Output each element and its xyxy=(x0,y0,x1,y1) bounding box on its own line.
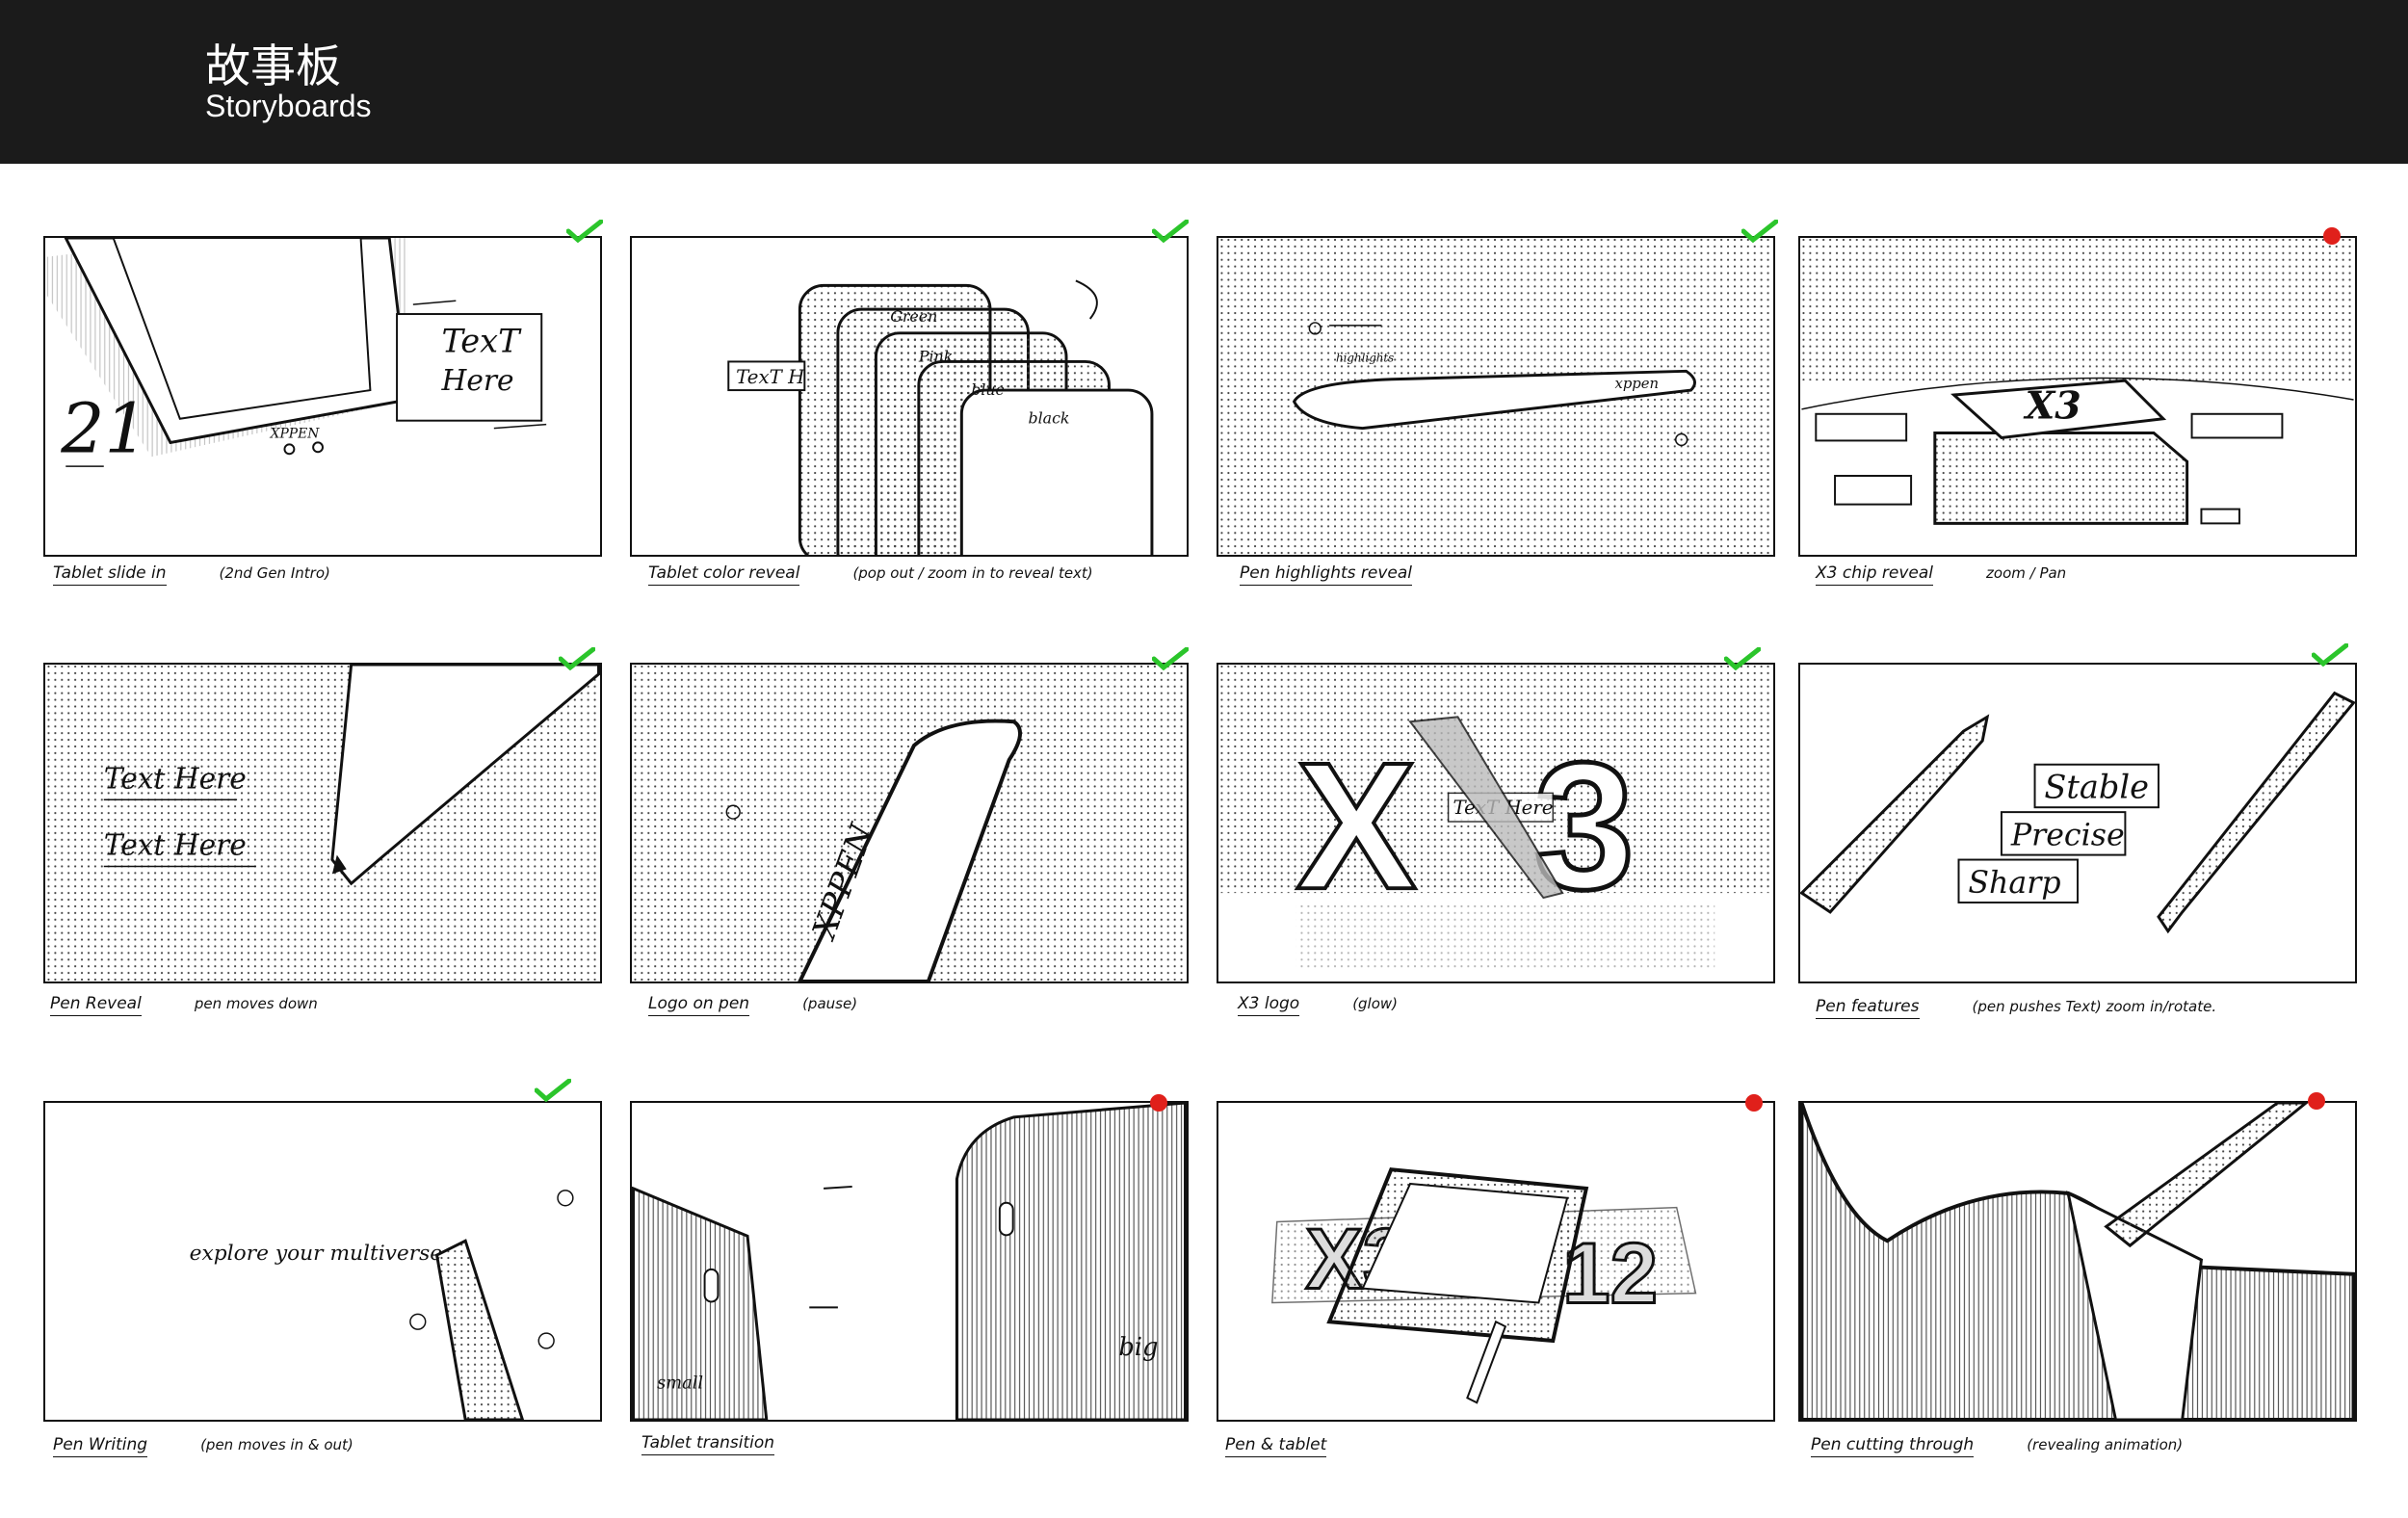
panel1-logo-text: XPPEN xyxy=(270,426,321,441)
pending-dot-icon xyxy=(2308,1092,2325,1110)
panel6-caption-note: (pause) xyxy=(802,995,858,1012)
panel9-caption-title: Pen Writing xyxy=(53,1435,148,1457)
panel1-text-1: TexT xyxy=(441,323,522,360)
storyboard-panel-4[interactable]: X3 xyxy=(1798,236,2357,557)
storyboard-panel-9[interactable]: explore your multiverse xyxy=(43,1101,602,1422)
panel9-caption: Pen Writing (pen moves in & out) xyxy=(53,1435,353,1457)
storyboard-panel-8[interactable]: Stable Precise Sharp xyxy=(1798,663,2357,983)
approved-check-icon xyxy=(559,647,595,670)
storyboard-panel-3[interactable]: highlights xppen xyxy=(1217,236,1775,557)
approved-check-icon xyxy=(566,220,603,243)
panel8-precise: Precise xyxy=(2010,819,2125,853)
panel1-number: 21 xyxy=(60,388,148,468)
panel11-12-text: 12 xyxy=(1562,1225,1658,1321)
panel2-caption-note: (pop out / zoom in to reveal text) xyxy=(852,564,1093,582)
panel4-caption: X3 chip reveal zoom / Pan xyxy=(1816,563,2067,586)
panel2-color-black: black xyxy=(1028,409,1069,428)
pending-dot-icon xyxy=(1745,1094,1763,1112)
pending-dot-icon xyxy=(2323,227,2341,245)
panel2-caption: Tablet color reveal (pop out / zoom in to… xyxy=(648,563,1093,586)
panel7-x-text: X xyxy=(1296,724,1417,927)
panel1-caption-note: (2nd Gen Intro) xyxy=(219,564,330,582)
panel1-caption: Tablet slide in (2nd Gen Intro) xyxy=(53,563,330,586)
panel10-small: small xyxy=(657,1373,703,1393)
panel11-caption: Pen & tablet xyxy=(1225,1435,1379,1457)
panel10-caption-title: Tablet transition xyxy=(641,1433,775,1455)
panel2-text: TexT H xyxy=(736,366,805,388)
storyboard-panel-6[interactable]: XPPEN xyxy=(630,663,1189,983)
panel5-text-2: Text Here xyxy=(104,828,247,862)
storyboard-panel-10[interactable]: small big xyxy=(630,1101,1189,1422)
panel5-caption-note: pen moves down xyxy=(194,995,318,1012)
panel7-caption-note: (glow) xyxy=(1352,995,1399,1012)
header-bar: 故事板 Storyboards xyxy=(0,0,2408,164)
panel5-caption: Pen Reveal pen moves down xyxy=(50,994,318,1016)
approved-check-icon xyxy=(1741,220,1778,243)
storyboard-panel-11[interactable]: X3 12 xyxy=(1217,1101,1775,1422)
page-title-chinese: 故事板 xyxy=(205,40,341,93)
panel5-caption-title: Pen Reveal xyxy=(50,994,142,1016)
panel4-caption-title: X3 chip reveal xyxy=(1816,563,1934,586)
panel2-color-blue: blue xyxy=(971,380,1005,399)
storyboard-panel-7[interactable]: X 3 TexT Here xyxy=(1217,663,1775,983)
panel3-caption-title: Pen highlights reveal xyxy=(1240,563,1412,586)
storyboard-panel-2[interactable]: Green Pink blue black TexT H xyxy=(630,236,1189,557)
panel7-caption-title: X3 logo xyxy=(1238,994,1300,1016)
panel6-caption: Logo on pen (pause) xyxy=(648,994,858,1016)
panel2-caption-title: Tablet color reveal xyxy=(648,563,800,586)
panel4-caption-note: zoom / Pan xyxy=(1986,564,2067,582)
panel8-stable: Stable xyxy=(2044,768,2149,805)
panel8-sharp: Sharp xyxy=(1968,866,2060,901)
panel10-big: big xyxy=(1118,1333,1158,1362)
panel1-text-2: Here xyxy=(440,363,513,397)
page-title-english: Storyboards xyxy=(205,89,372,123)
approved-check-icon xyxy=(1152,220,1189,243)
panel12-caption-note: (revealing animation) xyxy=(2027,1436,2184,1453)
panel8-caption-note: (pen pushes Text) zoom in/rotate. xyxy=(1972,998,2217,1015)
storyboard-panel-5[interactable]: Text Here Text Here xyxy=(43,663,602,983)
panel3-highlights-text: highlights xyxy=(1336,351,1394,364)
panel3-caption: Pen highlights reveal xyxy=(1240,563,1465,586)
panel1-caption-title: Tablet slide in xyxy=(53,563,167,586)
pending-dot-icon xyxy=(1150,1094,1167,1112)
approved-check-icon xyxy=(535,1079,571,1102)
storyboard-panel-12[interactable] xyxy=(1798,1101,2357,1422)
storyboard-panel-1[interactable]: XPPEN TexT Here 21 xyxy=(43,236,602,557)
panel11-caption-title: Pen & tablet xyxy=(1225,1435,1327,1457)
panel2-color-green: Green xyxy=(890,307,937,326)
approved-check-icon xyxy=(2312,643,2348,667)
panel5-text-1: Text Here xyxy=(104,761,247,795)
approved-check-icon xyxy=(1152,647,1189,670)
panel12-caption: Pen cutting through (revealing animation) xyxy=(1811,1435,2184,1457)
panel6-caption-title: Logo on pen xyxy=(648,994,750,1016)
panel8-caption: Pen features (pen pushes Text) zoom in/ro… xyxy=(1816,997,2217,1019)
panel7-caption: X3 logo (glow) xyxy=(1238,994,1399,1016)
approved-check-icon xyxy=(1724,647,1761,670)
panel10-caption: Tablet transition xyxy=(641,1433,827,1455)
panel2-color-pink: Pink xyxy=(918,347,953,365)
panel12-caption-title: Pen cutting through xyxy=(1811,1435,1975,1457)
panel8-caption-title: Pen features xyxy=(1816,997,1920,1019)
panel3-logo-text: xppen xyxy=(1614,376,1659,392)
panel9-caption-note: (pen moves in & out) xyxy=(200,1436,353,1453)
panel4-chip-text: X3 xyxy=(2023,384,2081,429)
panel9-writing-text: explore your multiverse xyxy=(190,1242,443,1266)
